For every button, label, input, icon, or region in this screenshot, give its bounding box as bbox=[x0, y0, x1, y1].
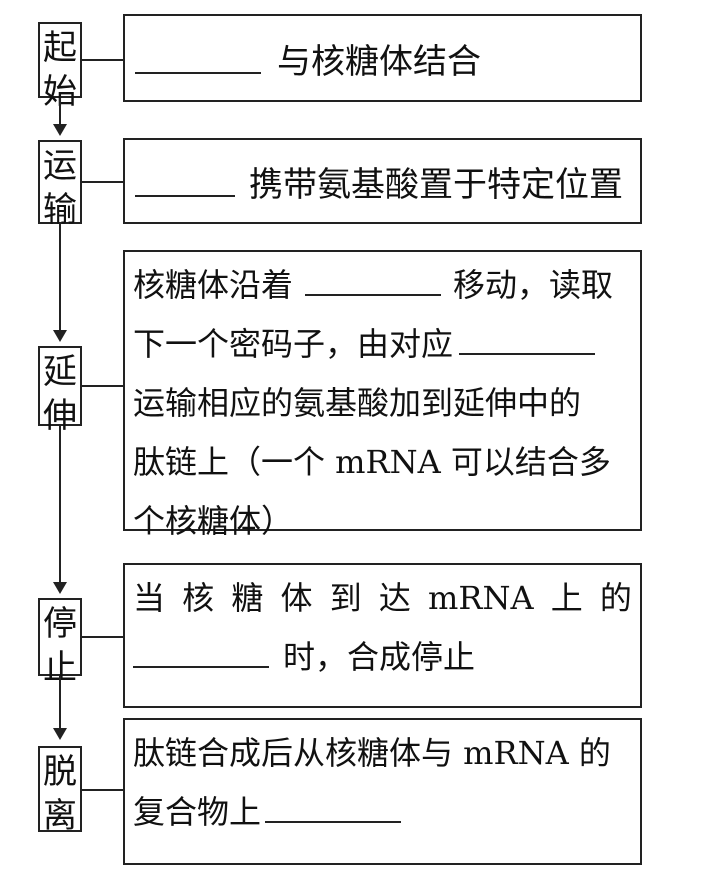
text-token: 当 bbox=[133, 579, 166, 617]
elongation-line1-pre: 核糖体沿着 bbox=[133, 266, 294, 304]
fill-in-blank[interactable] bbox=[459, 323, 596, 355]
elongation-line4: 肽链上（一个 mRNA 可以结合多 bbox=[133, 443, 611, 481]
elongation-line5: 个核糖体） bbox=[133, 502, 294, 540]
transport-box: 携带氨基酸置于特定位置 bbox=[123, 138, 642, 224]
initiation-text: 与核糖体结合 bbox=[277, 41, 481, 82]
elongation-line3: 运输相应的氨基酸加到延伸中的 bbox=[133, 384, 582, 422]
fill-in-blank[interactable] bbox=[305, 264, 442, 296]
text-token: 核 bbox=[182, 579, 215, 617]
text-token: 的 bbox=[599, 579, 632, 617]
text-token: 体 bbox=[280, 579, 313, 617]
text-token: 到 bbox=[329, 579, 362, 617]
termination-box: 当 核 糖 体 到 达 mRNA 上 的 时，合成停止 bbox=[123, 563, 642, 708]
flow-arrow bbox=[59, 676, 61, 730]
stage-label-termination: 停 止 bbox=[38, 598, 82, 688]
stage-label-elongation: 延 伸 bbox=[38, 346, 82, 436]
stage-label-char: 起 bbox=[43, 28, 77, 68]
arrow-head-icon bbox=[53, 124, 67, 136]
fill-in-blank[interactable] bbox=[133, 636, 269, 668]
stage-label-char: 延 bbox=[43, 352, 77, 392]
stage-label-char: 脱 bbox=[43, 752, 77, 792]
connector-line bbox=[82, 789, 123, 791]
initiation-box: 与核糖体结合 bbox=[123, 14, 642, 102]
stage-label-transport: 运 输 bbox=[38, 140, 82, 230]
connector-line bbox=[82, 385, 123, 387]
text-token: 达 bbox=[378, 579, 411, 617]
stage-label-release: 脱 离 bbox=[38, 746, 82, 836]
release-box: 肽链合成后从核糖体与 mRNA 的 复合物上 bbox=[123, 718, 642, 865]
transport-text: 携带氨基酸置于特定位置 bbox=[249, 164, 623, 205]
release-line1: 肽链合成后从核糖体与 mRNA 的 bbox=[133, 734, 611, 772]
text-token: mRNA bbox=[428, 579, 534, 617]
stage-label-char: 停 bbox=[43, 604, 77, 644]
connector-line bbox=[82, 59, 123, 61]
release-line2-pre: 复合物上 bbox=[133, 793, 262, 831]
flow-arrow bbox=[59, 224, 61, 332]
connector-line bbox=[82, 181, 123, 183]
connector-line bbox=[82, 636, 123, 638]
fill-in-blank[interactable] bbox=[265, 791, 402, 823]
elongation-line1-post: 移动，读取 bbox=[453, 266, 614, 304]
flow-arrow bbox=[59, 98, 61, 126]
stage-label-char: 运 bbox=[43, 146, 77, 186]
text-token: 糖 bbox=[231, 579, 264, 617]
elongation-line2-pre: 下一个密码子，由对应 bbox=[133, 325, 454, 363]
flow-arrow bbox=[59, 426, 61, 584]
termination-line1: 当 核 糖 体 到 达 mRNA 上 的 bbox=[133, 569, 632, 628]
stage-label-char: 输 bbox=[43, 190, 77, 230]
stage-label-char: 离 bbox=[43, 796, 77, 836]
fill-in-blank[interactable] bbox=[135, 165, 235, 197]
text-token: 上 bbox=[550, 579, 583, 617]
elongation-box: 核糖体沿着 移动，读取 下一个密码子，由对应 运输相应的氨基酸加到延伸中的 肽链上… bbox=[123, 250, 642, 540]
fill-in-blank[interactable] bbox=[135, 42, 261, 74]
termination-line2-post: 时，合成停止 bbox=[283, 638, 476, 676]
arrow-head-icon bbox=[53, 330, 67, 342]
arrow-head-icon bbox=[53, 728, 67, 740]
stage-label-initiation: 起 始 bbox=[38, 22, 82, 112]
arrow-head-icon bbox=[53, 582, 67, 594]
